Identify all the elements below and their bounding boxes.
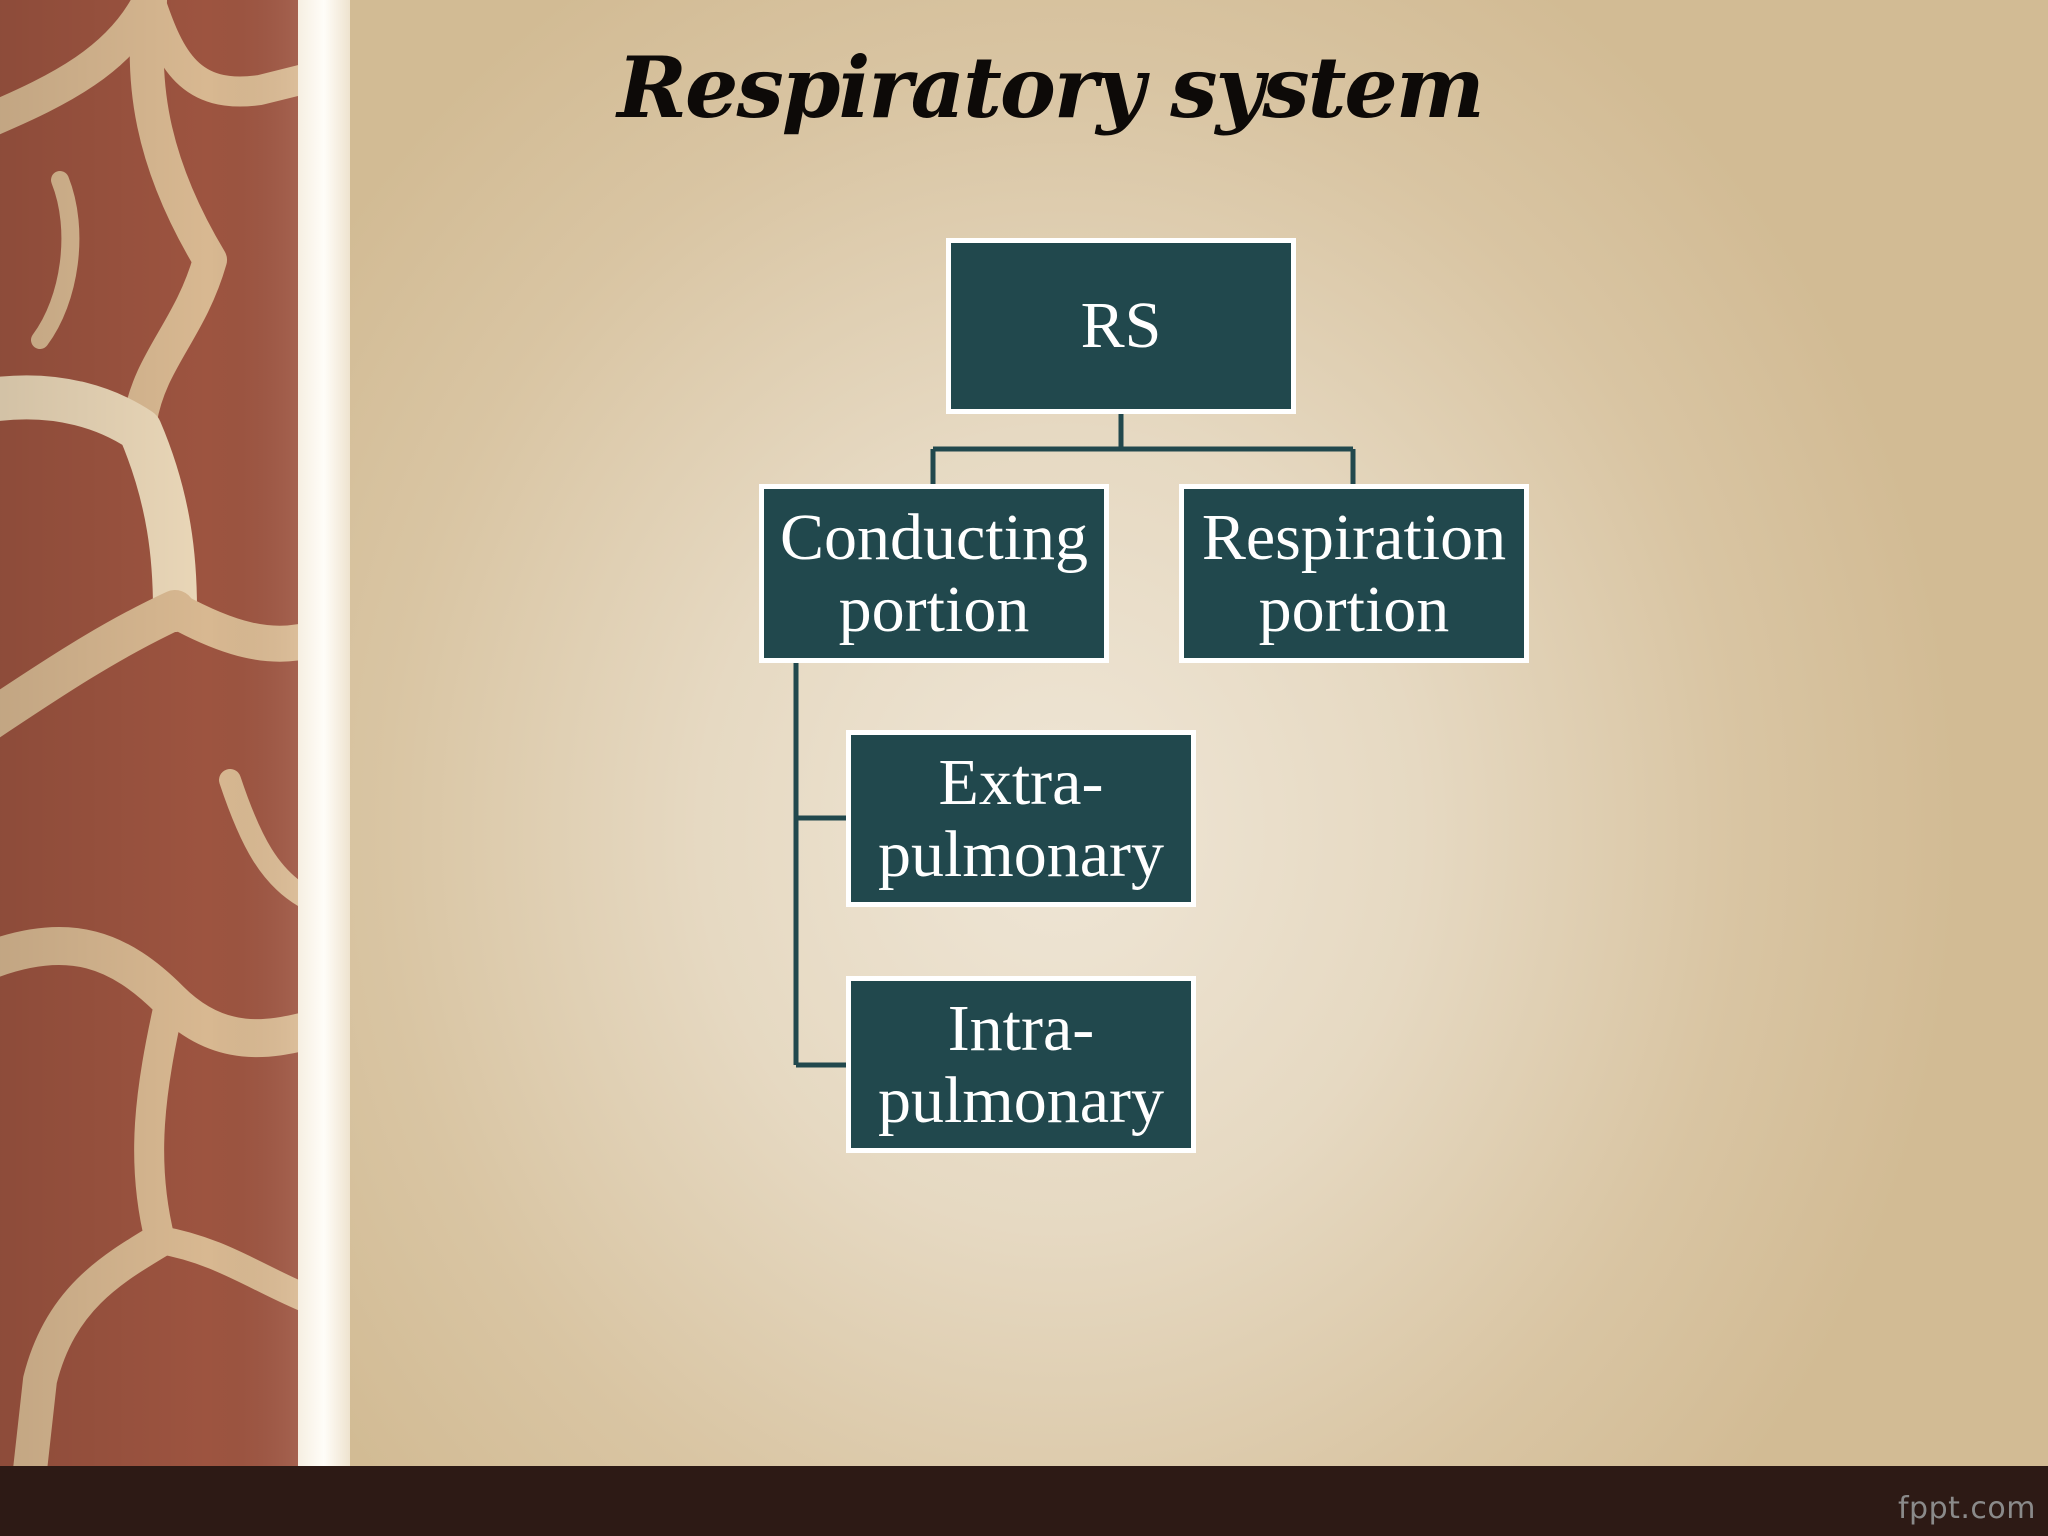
node-intra-pulmonary: Intra- pulmonary xyxy=(846,976,1196,1153)
footer-brand: fppt.com xyxy=(1897,1491,2036,1526)
node-conducting-portion: Conducting portion xyxy=(759,484,1109,663)
connector-root-to-children xyxy=(930,414,1356,486)
connector-conducting-to-sub xyxy=(793,663,849,1068)
decorative-white-stripe xyxy=(298,0,350,1466)
node-respiration-portion: Respiration portion xyxy=(1179,484,1529,663)
slide-title: Respiratory system xyxy=(617,38,1485,137)
footer-bar: fppt.com xyxy=(0,1466,2048,1536)
node-rs-root: RS xyxy=(946,238,1296,414)
node-extra-pulmonary: Extra- pulmonary xyxy=(846,730,1196,907)
decorative-left-panel xyxy=(0,0,298,1466)
giraffe-pattern-icon xyxy=(0,0,298,1466)
